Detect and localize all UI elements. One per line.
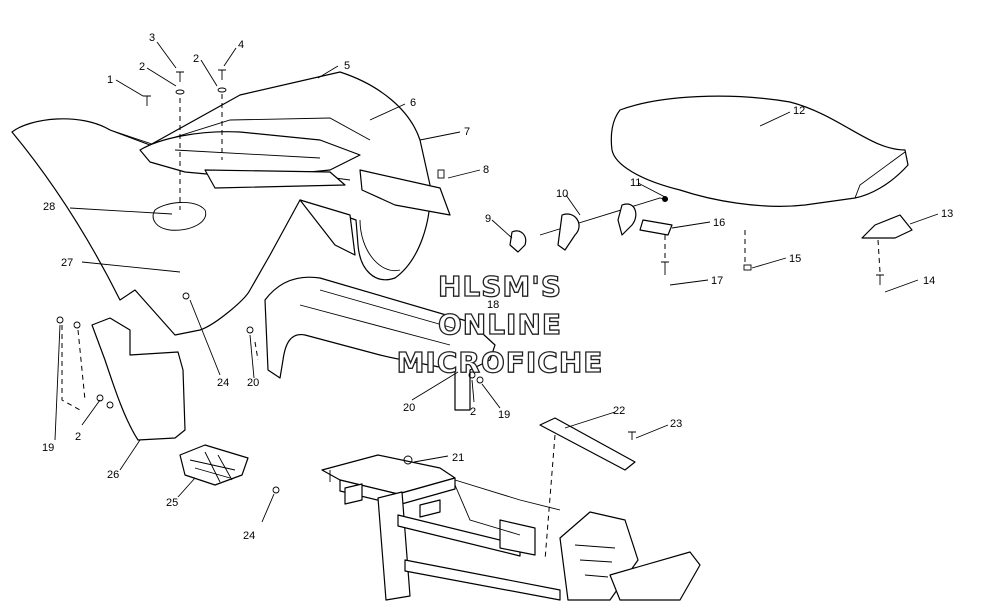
watermark-line-3: MICROFICHE bbox=[397, 346, 604, 379]
callout-2: 2 bbox=[193, 53, 199, 65]
leader-lines bbox=[54, 41, 939, 523]
callout-4: 4 bbox=[238, 39, 244, 51]
fasteners bbox=[56, 69, 884, 494]
mud-flap bbox=[91, 317, 186, 441]
callout-20: 20 bbox=[403, 402, 415, 414]
callout-15: 15 bbox=[789, 253, 801, 265]
callout-2: 2 bbox=[470, 406, 476, 418]
callout-11: 11 bbox=[630, 177, 641, 189]
callout-13: 13 bbox=[941, 208, 953, 220]
callout-23: 23 bbox=[670, 418, 682, 430]
callout-7: 7 bbox=[464, 126, 470, 138]
callout-9: 9 bbox=[485, 213, 491, 225]
callout-5: 5 bbox=[344, 60, 350, 72]
callout-24: 24 bbox=[217, 377, 229, 389]
callout-25: 25 bbox=[166, 497, 178, 509]
callout-2: 2 bbox=[75, 431, 81, 443]
rear-fender bbox=[11, 71, 451, 336]
callout-17: 17 bbox=[711, 275, 723, 287]
callout-24: 24 bbox=[243, 530, 255, 542]
callout-26: 26 bbox=[107, 469, 119, 481]
seat-latch bbox=[509, 196, 673, 253]
callout-21: 21 bbox=[452, 452, 464, 464]
cradle bbox=[539, 417, 636, 471]
callout-1: 1 bbox=[107, 74, 113, 86]
seat bbox=[610, 95, 909, 207]
watermark-line-1: HLSM'S bbox=[438, 270, 562, 303]
callout-19: 19 bbox=[498, 409, 510, 421]
callouts: 1 2 3 2 4 5 6 7 8 9 10 11 12 13 14 15 16… bbox=[42, 32, 953, 542]
callout-20: 20 bbox=[247, 377, 259, 389]
callout-6: 6 bbox=[410, 97, 416, 109]
watermark: HLSM'S ONLINE MICROFICHE bbox=[396, 269, 604, 379]
latch-bracket bbox=[861, 214, 913, 239]
seat-panel bbox=[264, 276, 496, 411]
watermark-line-2: ONLINE bbox=[438, 308, 562, 341]
callout-19: 19 bbox=[42, 442, 54, 454]
callout-16: 16 bbox=[713, 217, 725, 229]
callout-12: 12 bbox=[793, 105, 805, 117]
callout-2: 2 bbox=[139, 61, 145, 73]
frame bbox=[321, 454, 701, 601]
bracket bbox=[179, 444, 249, 486]
alignment-lines bbox=[61, 94, 881, 561]
callout-3: 3 bbox=[149, 32, 155, 44]
callout-28: 28 bbox=[43, 201, 55, 213]
callout-14: 14 bbox=[923, 275, 935, 287]
callout-22: 22 bbox=[613, 405, 625, 417]
callout-8: 8 bbox=[483, 164, 489, 176]
callout-27: 27 bbox=[61, 257, 73, 269]
callout-18: 18 bbox=[487, 299, 499, 311]
callout-10: 10 bbox=[556, 188, 568, 200]
